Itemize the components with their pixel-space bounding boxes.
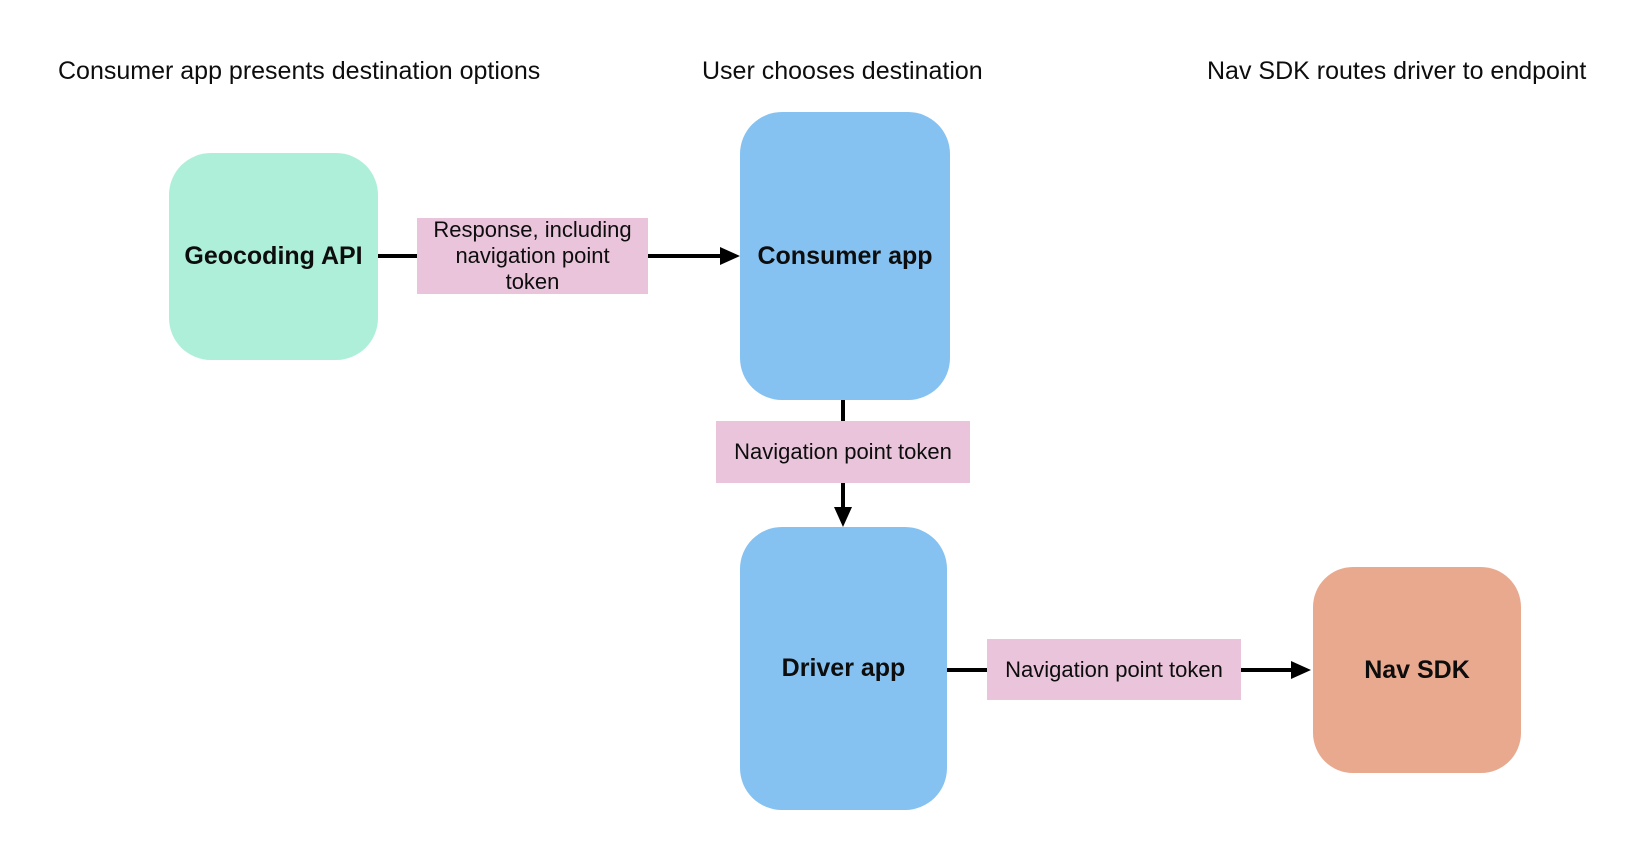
lane-header-consumer-presents: Consumer app presents destination option… (58, 57, 541, 85)
lane-header-user-chooses: User chooses destination (702, 57, 983, 85)
edge-label-response-including-token: Response, including navigation point tok… (417, 217, 648, 294)
connector-geocoding-to-label (378, 254, 417, 258)
connector-consumer-to-label (841, 400, 845, 421)
node-consumer-app-label: Consumer app (757, 241, 933, 270)
connector-label-to-consumer (648, 254, 722, 258)
lane-header-navsdk-routes: Nav SDK routes driver to endpoint (1207, 57, 1587, 85)
node-driver-app: Driver app (740, 527, 947, 810)
edge-label-navigation-point-token-text: Navigation point token (734, 439, 952, 464)
connector-driver-to-label (947, 668, 987, 672)
edge-label-navigation-point-token-text: Navigation point token (1005, 656, 1223, 682)
node-geocoding-api: Geocoding API (169, 153, 378, 360)
arrowhead-down-icon (834, 507, 852, 527)
arrowhead-right-icon (1291, 661, 1311, 679)
node-nav-sdk: Nav SDK (1313, 567, 1521, 773)
edge-label-navigation-point-token-horizontal: Navigation point token (987, 639, 1241, 700)
node-nav-sdk-label: Nav SDK (1364, 655, 1470, 684)
node-geocoding-api-label: Geocoding API (184, 242, 363, 270)
connector-label-to-navsdk (1241, 668, 1293, 672)
node-consumer-app: Consumer app (740, 112, 950, 400)
arrowhead-right-icon (720, 247, 740, 265)
node-driver-app-label: Driver app (781, 654, 906, 682)
connector-label-to-driver (841, 483, 845, 507)
edge-label-response-text: Response, including navigation point tok… (433, 217, 632, 294)
edge-label-navigation-point-token-vertical: Navigation point token (716, 421, 970, 483)
